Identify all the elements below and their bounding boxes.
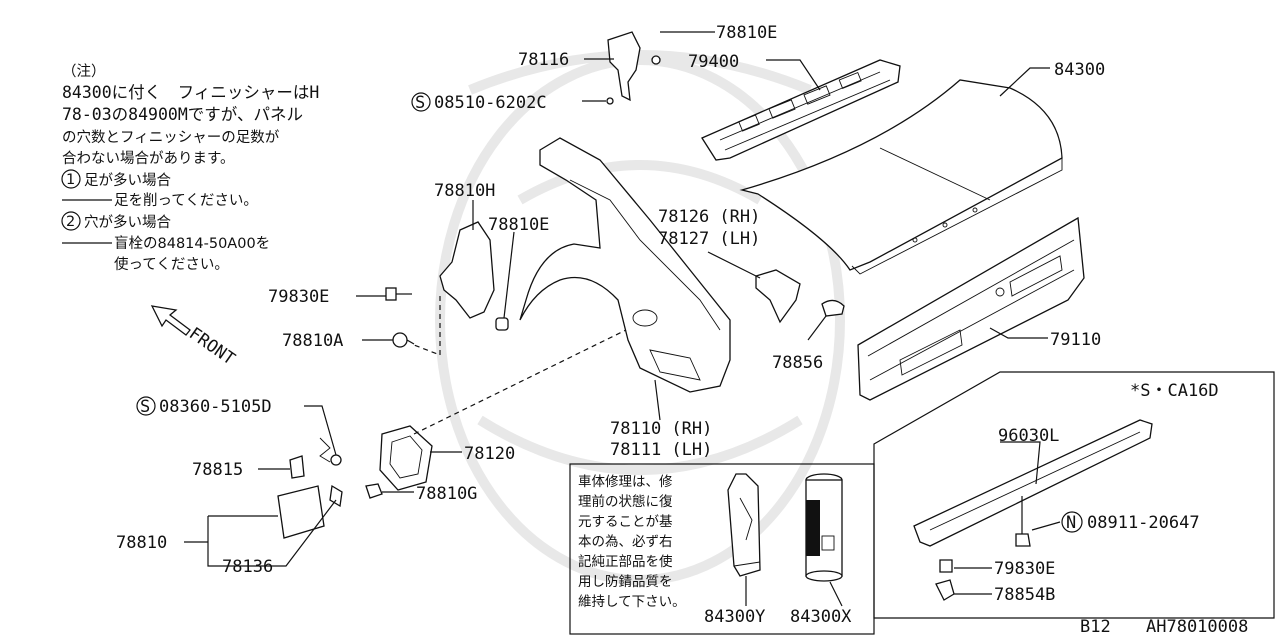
bracket-78810h xyxy=(439,221,495,319)
screw-78810a xyxy=(392,332,415,348)
sealer-tube-icon xyxy=(727,473,761,577)
watermark-logo xyxy=(435,50,845,585)
quarter-panel-78110 xyxy=(519,137,731,393)
note-block: （注） 84300に付く フィニッシャーはH 78-03の84900Mですが、パ… xyxy=(61,63,319,273)
repair-line-3: 元することが基 xyxy=(578,513,673,530)
case2-action-2: 使ってください。 xyxy=(114,256,229,273)
footer-code: AH78010008 xyxy=(1146,617,1248,637)
bolt-79830e-inset xyxy=(939,559,953,573)
case2-action: 盲栓の84814-50A00を xyxy=(114,235,270,252)
repair-line-2: 理前の状態に復 xyxy=(578,493,673,510)
prefix-circle-08911 xyxy=(1061,511,1083,533)
label-78810a: 78810A xyxy=(282,331,343,351)
clip-78854b xyxy=(935,579,955,601)
note-line-1: （注） xyxy=(62,63,106,80)
screw-08510 xyxy=(606,97,614,105)
prefix-08911: N xyxy=(1066,513,1076,533)
label-08360: 08360-5105D xyxy=(159,397,272,417)
prefix-08360: S xyxy=(140,397,150,417)
trunk-lid-84300 xyxy=(739,79,1063,275)
opener-78136 xyxy=(329,484,343,508)
bracket-78126 xyxy=(755,269,801,324)
label-08911: 08911-20647 xyxy=(1087,513,1200,533)
finisher-96030l xyxy=(913,419,1153,547)
note-line-2: 84300に付く フィニッシャーはH xyxy=(62,83,319,102)
label-78854b: 78854B xyxy=(994,585,1055,605)
case1-number: 1 xyxy=(66,172,75,188)
note-line-3: 78-03の84900Mですが、パネル xyxy=(62,105,303,124)
dashed-guide-left xyxy=(413,296,441,356)
spring xyxy=(319,437,331,463)
label-78810e-top: 78810E xyxy=(716,23,777,43)
prefix-circle-08360 xyxy=(136,396,156,416)
front-label: FRONT xyxy=(185,324,238,370)
case1-action: 足を削ってください。 xyxy=(114,192,258,209)
label-78111: 78111 (LH) xyxy=(610,440,712,460)
leader-lines xyxy=(184,31,1050,567)
note-line-4: の穴数とフィニッシャーの足数が xyxy=(62,129,280,146)
label-78136: 78136 xyxy=(222,557,273,577)
prefix-circle-08510 xyxy=(411,92,431,112)
label-78856: 78856 xyxy=(772,353,823,373)
label-84300: 84300 xyxy=(1054,60,1105,80)
inset-box-border xyxy=(873,371,1275,619)
label-78127: 78127 (LH) xyxy=(658,229,760,249)
fuel-lid-78810 xyxy=(277,485,325,539)
hinge-78815 xyxy=(289,455,305,479)
rear-panel-79110 xyxy=(857,216,1085,401)
case2-circle xyxy=(61,211,81,231)
label-78810g: 78810G xyxy=(416,484,477,504)
label-84300y: 84300Y xyxy=(704,607,765,627)
prefix-08510: S xyxy=(415,93,425,113)
bolt-79830e xyxy=(385,287,412,301)
label-79830e-inset: 79830E xyxy=(994,559,1055,579)
label-96030l: 96030L xyxy=(998,426,1059,446)
filler-housing-78120 xyxy=(379,425,433,491)
bracket-78116 xyxy=(607,31,641,102)
panel-79400 xyxy=(701,59,901,161)
grommet-78810g xyxy=(365,483,383,499)
clip-78810e-mid xyxy=(495,317,509,331)
repair-line-1: 車体修理は、修 xyxy=(578,474,673,490)
bolt-08360 xyxy=(330,454,342,466)
label-78126: 78126 (RH) xyxy=(658,207,760,227)
repair-line-4: 本の為、必ず右 xyxy=(578,534,673,550)
footer-page: B12 xyxy=(1080,617,1111,637)
inset-title: *S・CA16D xyxy=(1130,381,1219,401)
label-78110: 78110 (RH) xyxy=(610,419,712,439)
label-79110: 79110 xyxy=(1050,330,1101,350)
label-84300x: 84300X xyxy=(790,607,852,627)
case1-circle xyxy=(61,169,81,189)
label-78810e-mid: 78810E xyxy=(488,215,549,235)
label-08510: 08510-6202C xyxy=(434,93,547,113)
note-line-5: 合わない場合があります。 xyxy=(62,150,235,167)
label-78810: 78810 xyxy=(116,533,167,553)
label-78120: 78120 xyxy=(464,444,515,464)
front-arrow-icon: FRONT xyxy=(150,305,239,370)
clip-78810e-top xyxy=(651,55,661,65)
label-78116: 78116 xyxy=(518,50,569,70)
dashed-guide-center xyxy=(413,329,627,435)
spray-can-icon xyxy=(805,473,843,582)
repair-line-5: 記純正部品を使 xyxy=(578,553,673,570)
case2-label: 穴が多い場合 xyxy=(84,214,171,231)
label-78815: 78815 xyxy=(192,460,243,480)
nut-08911 xyxy=(1015,533,1031,547)
case1-label: 足が多い場合 xyxy=(84,172,171,189)
label-78810h: 78810H xyxy=(434,181,495,201)
plug-78856 xyxy=(821,299,845,317)
label-79830e-left: 79830E xyxy=(268,287,329,307)
inset-box-ca16d: *S・CA16D 96030L N 08911-20647 79830E 788… xyxy=(873,371,1275,619)
repair-line-6: 用し防錆品質を xyxy=(578,573,673,590)
repair-line-7: 維持して下さい。 xyxy=(578,594,686,610)
label-79400: 79400 xyxy=(688,52,739,72)
repair-box: 車体修理は、修 理前の状態に復 元することが基 本の為、必ず右 記純正部品を使 … xyxy=(569,463,875,635)
case2-number: 2 xyxy=(66,214,75,230)
